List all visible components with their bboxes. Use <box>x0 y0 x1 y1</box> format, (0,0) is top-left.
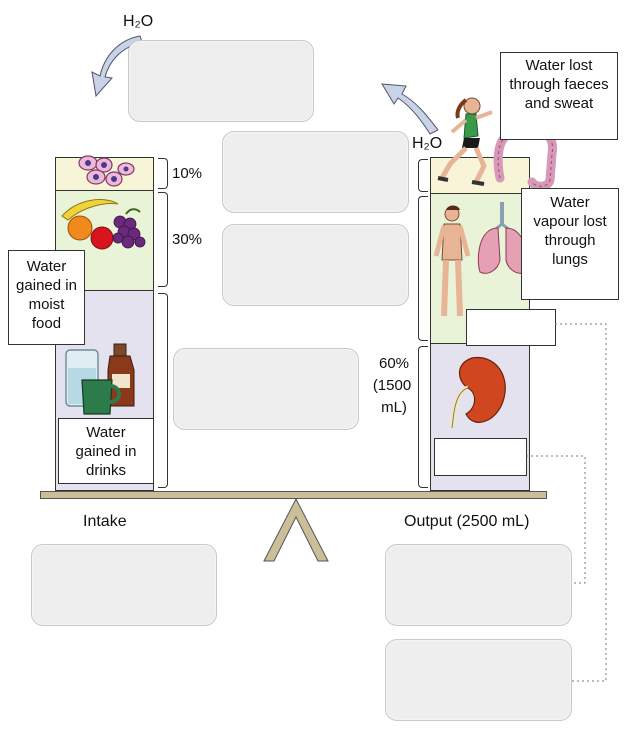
intake-bracket-bottom <box>158 293 168 488</box>
blank-answer-box-output-1[interactable] <box>385 544 572 626</box>
callout-moist-food: Water gained in moist food <box>8 250 85 345</box>
callout-lungs: Water vapour lost through lungs <box>521 188 619 300</box>
blank-answer-box-lower-middle[interactable] <box>173 348 359 430</box>
blank-answer-box-output-2[interactable] <box>385 639 572 721</box>
output-percent-line1: 60% <box>378 355 410 372</box>
output-bracket-top <box>418 159 428 192</box>
output-bracket-middle <box>418 196 428 341</box>
intake-percent-top: 10% <box>172 165 203 182</box>
h2o-left-label: H₂O <box>123 13 154 30</box>
callout-faeces-sweat: Water lost through faeces and sweat <box>500 52 618 140</box>
curved-arrow-left-icon <box>91 35 143 98</box>
blank-answer-box-upper-middle[interactable] <box>222 131 409 213</box>
intake-percent-middle: 30% <box>172 231 203 248</box>
blank-answer-box-top-left[interactable] <box>128 40 314 122</box>
empty-box-kidneys <box>434 438 527 476</box>
drinks-icon <box>65 343 135 415</box>
blank-answer-box-intake[interactable] <box>31 544 217 626</box>
kidney-icon <box>449 356 506 429</box>
intake-label: Intake <box>83 513 127 530</box>
callout-drinks: Water gained in drinks <box>58 418 154 484</box>
output-bracket-bottom <box>418 346 428 488</box>
runner-icon <box>437 97 493 186</box>
blank-answer-box-middle[interactable] <box>222 224 409 306</box>
intake-bracket-top <box>158 158 168 189</box>
human-body-icon <box>433 205 471 317</box>
fruit-icon <box>61 199 146 250</box>
intake-bracket-middle <box>158 192 168 287</box>
h2o-right-label: H₂O <box>412 135 443 152</box>
empty-box-lungs <box>466 309 556 346</box>
output-percent-line2: (1500 <box>372 377 412 394</box>
curved-arrow-right-icon <box>381 83 439 135</box>
cells-icon <box>78 155 135 187</box>
output-percent-line3: mL) <box>381 399 407 416</box>
fulcrum-icon <box>263 497 329 562</box>
output-label: Output (2500 mL) <box>404 513 530 530</box>
